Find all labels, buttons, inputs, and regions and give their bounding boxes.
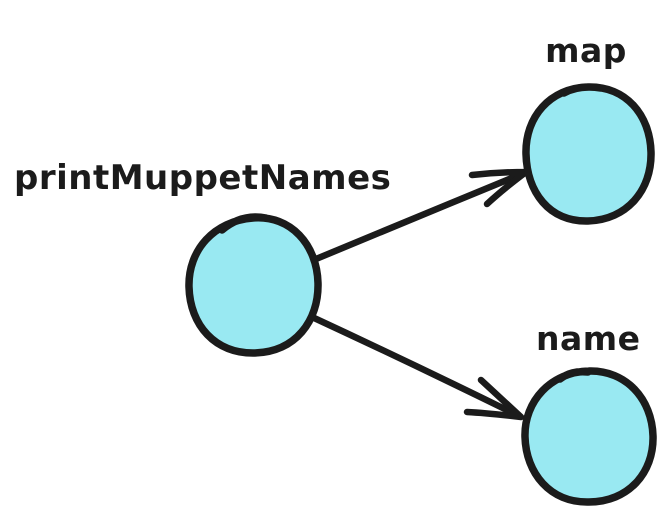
node-circle-map (522, 83, 655, 225)
arrowhead (468, 168, 530, 208)
node-label-printmuppetnames: printMuppetNames (14, 158, 392, 198)
edge-printmuppetnames-to-name (308, 313, 525, 421)
edge-printmuppetnames-to-map (312, 168, 530, 263)
node-circle-name (521, 367, 657, 506)
arrowhead (463, 376, 525, 421)
node-circle-printmuppetnames (185, 213, 322, 357)
node-label-name: name (536, 319, 641, 358)
node-label-map: map (545, 31, 627, 70)
arrow-shaft (312, 169, 528, 263)
arrow-shaft (308, 313, 521, 419)
